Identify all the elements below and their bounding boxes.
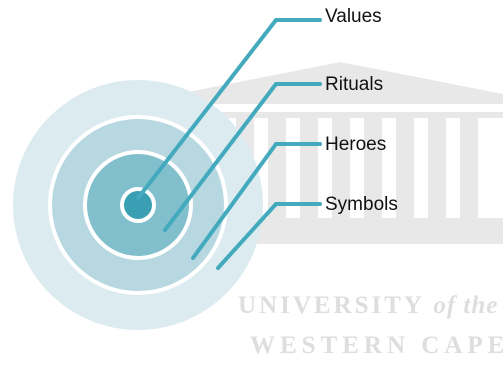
label-values: Values [325,6,382,27]
watermark-of-the: of the [433,292,499,319]
leader-line-rituals [163,82,322,232]
label-rituals: Rituals [325,74,384,95]
watermark-line-2: WESTERN CAPE [250,332,503,359]
leader-line-heroes [191,142,322,260]
core-values [120,187,156,223]
leader-line-values [136,18,322,200]
label-heroes: Heroes [325,134,387,155]
label-symbols: Symbols [325,194,398,215]
leader-line-symbols [216,202,322,270]
watermark-university: UNIVERSITY [238,292,425,319]
watermark-line-1: UNIVERSITY of the [238,292,498,320]
